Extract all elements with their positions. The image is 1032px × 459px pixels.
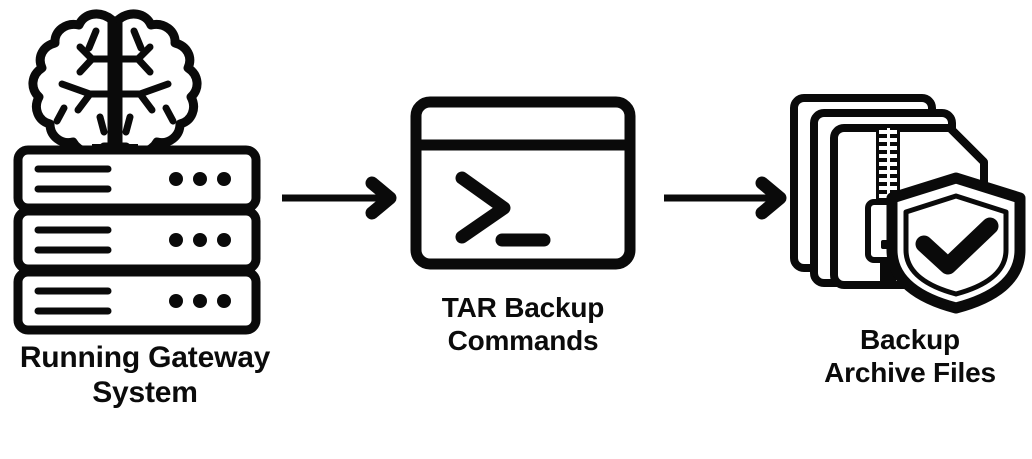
diagram-node-archive[interactable]: Backup Archive Files: [788, 80, 1032, 390]
shield-check-icon: [886, 172, 1026, 314]
node-label-archive: Backup Archive Files: [824, 324, 996, 388]
server-rack-unit-1: [13, 145, 261, 213]
diagram-node-commands[interactable]: TAR Backup Commands: [398, 92, 648, 358]
arrow-gateway-to-commands: [282, 176, 398, 220]
server-rack-unit-3: [13, 267, 261, 335]
brain-icon: [28, 9, 202, 157]
node-label-gateway: Running Gateway System: [19, 341, 271, 410]
server-stack-with-brain-icon: [0, 4, 290, 335]
zip-archive-stack-with-shield-icon: [788, 80, 1032, 314]
server-rack-unit-2: [13, 206, 261, 274]
terminal-window-icon: [398, 92, 648, 272]
diagram-node-gateway[interactable]: Running Gateway System: [0, 4, 290, 410]
arrow-commands-to-archive: [664, 176, 790, 220]
node-label-commands: TAR Backup Commands: [441, 292, 605, 356]
